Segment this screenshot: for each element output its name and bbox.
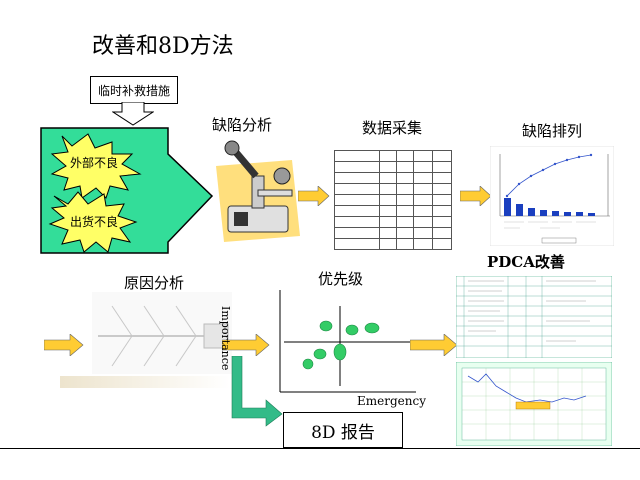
pdca-trend-thumbnail <box>456 362 612 446</box>
down-arrow-icon <box>112 102 154 126</box>
arrow-to-ranking-icon <box>460 186 492 206</box>
data-collection-label: 数据采集 <box>362 119 423 137</box>
defect-analysis-label: 缺陷分析 <box>212 116 273 134</box>
emergency-axis-label: Emergency <box>357 394 426 408</box>
importance-axis-label: Importance <box>219 306 232 371</box>
priority-matrix <box>279 290 416 393</box>
external-defect-label: 外部不良 <box>70 156 119 170</box>
arrow-to-pdca-icon <box>410 334 458 356</box>
cause-fade-bar <box>60 376 230 388</box>
root-cause-label: 原因分析 <box>124 274 185 292</box>
data-table <box>334 150 458 250</box>
priority-points <box>302 320 380 370</box>
star-shape-1 <box>50 133 142 199</box>
star-shape-2 <box>48 191 138 253</box>
temporary-measures-box: 临时补救措施 <box>90 76 178 104</box>
defect-source-panel <box>40 127 214 254</box>
pareto-cumulative-line <box>506 154 592 197</box>
arrow-to-cause-icon <box>44 334 84 356</box>
bottom-divider <box>0 448 640 449</box>
pdca-form-thumbnail <box>456 276 612 358</box>
arrow-to-priority-icon <box>222 334 270 356</box>
pdca-label: PDCA改善 <box>487 253 565 271</box>
8d-report-box: 8D 报告 <box>283 412 403 448</box>
pareto-chart-thumbnail <box>490 146 614 246</box>
microscope-icon <box>216 140 300 242</box>
arrow-to-report-icon <box>231 356 283 427</box>
pareto-bars <box>504 198 595 216</box>
fishbone-diagram-thumbnail <box>92 292 232 374</box>
defect-ranking-label: 缺陷排列 <box>522 122 583 140</box>
shipping-defect-label: 出货不良 <box>70 215 119 229</box>
page-title: 改善和8D方法 <box>92 34 234 59</box>
arrow-to-data-icon <box>298 186 330 206</box>
priority-label: 优先级 <box>318 270 364 288</box>
